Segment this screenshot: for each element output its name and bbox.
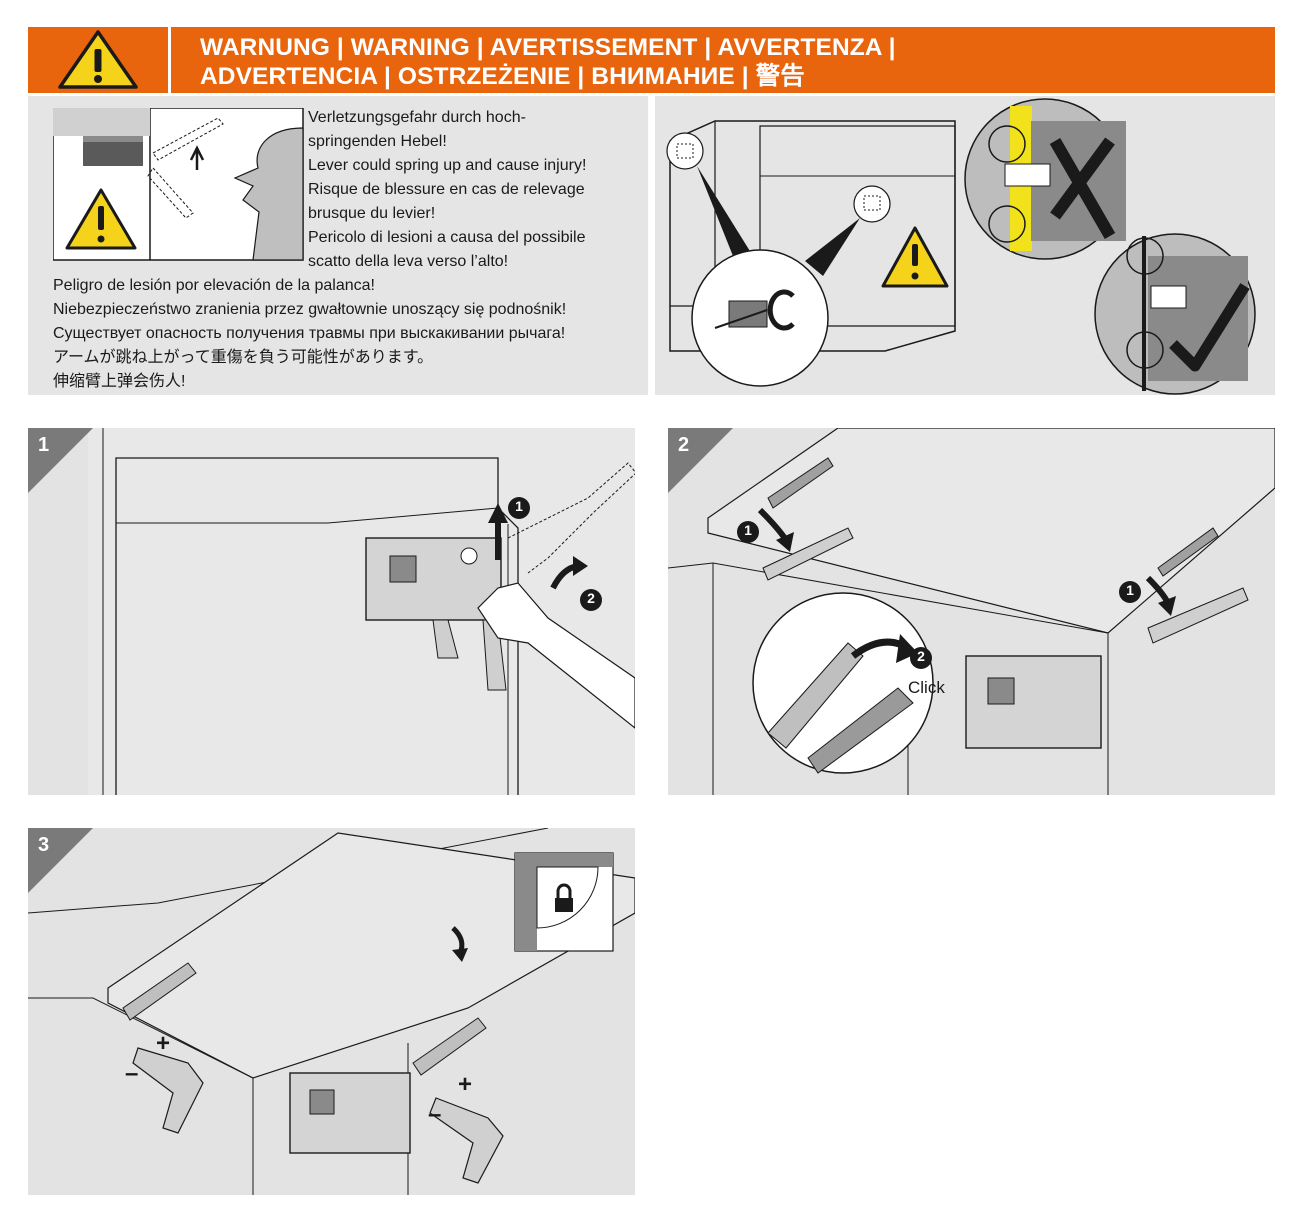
loosen-sign: –: [125, 1060, 139, 1087]
warning-line: Pericolo di lesioni a causa del possibil…: [308, 229, 586, 246]
mounting-check-panel: [655, 96, 1275, 395]
banner-title: WARNUNG | WARNING | AVERTISSEMENT | AVVE…: [200, 33, 1260, 91]
tighten-sign: +: [156, 1030, 171, 1057]
injury-illustration: [53, 108, 304, 261]
step-marker: 1: [515, 498, 523, 514]
lock-icon: [555, 883, 573, 912]
warning-line: Существует опасность получения травмы пр…: [53, 325, 566, 342]
warning-line: アームが跳ね上がって重傷を負う可能性があります。: [53, 349, 434, 366]
warning-line: 伸缩臂上弹会伤人!: [53, 373, 186, 390]
step-number: 2: [678, 434, 690, 456]
warning-line: Risque de blessure en cas de relevage: [308, 181, 585, 198]
click-label: Click: [908, 678, 945, 697]
banner-title-line1: WARNUNG | WARNING | AVERTISSEMENT | AVVE…: [200, 34, 896, 61]
warning-triangle-icon: [58, 30, 138, 89]
warning-line: Verletzungsgefahr durch hoch-: [308, 109, 526, 126]
tighten-sign: +: [458, 1071, 473, 1098]
step-number: 1: [38, 434, 50, 456]
banner-title-line2: ADVERTENCIA | OSTRZEŻENIE | ВНИМАНИЕ | 警…: [200, 63, 805, 90]
step-2-panel: 2 1 1 2 Click: [668, 428, 1275, 795]
step-2-illustration: [668, 428, 1275, 795]
step-1-illustration: [28, 428, 635, 795]
warning-line: springenden Hebel!: [308, 133, 447, 150]
warning-line: Lever could spring up and cause injury!: [308, 157, 587, 174]
banner-divider: [168, 27, 171, 93]
step-marker: 1: [1126, 582, 1134, 598]
warning-line: Niebezpieczeństwo zranienia przez gwałto…: [53, 301, 567, 318]
warning-text-right: Verletzungsgefahr durch hoch- springende…: [308, 106, 638, 274]
warning-text-panel: Verletzungsgefahr durch hoch- springende…: [28, 96, 648, 395]
warning-banner: WARNUNG | WARNING | AVERTISSEMENT | AVVE…: [28, 27, 1275, 93]
warning-line: scatto della leva verso l’alto!: [308, 253, 509, 270]
loosen-sign: –: [428, 1101, 442, 1128]
step-marker: 2: [587, 590, 595, 606]
warning-text-full: Peligro de lesión por elevación de la pa…: [53, 274, 643, 394]
step-3-panel: 3 + – + –: [28, 828, 635, 1195]
warning-line: brusque du levier!: [308, 205, 436, 222]
step-marker: 1: [744, 522, 752, 538]
step-1-panel: 1 1 2: [28, 428, 635, 795]
step-3-illustration: [28, 828, 635, 1195]
cabinet-check-illustration: [666, 98, 1256, 395]
step-marker: 2: [917, 648, 925, 664]
banner-icon-cell: [28, 27, 168, 93]
warning-line: Peligro de lesión por elevación de la pa…: [53, 277, 375, 294]
step-number: 3: [38, 834, 50, 856]
